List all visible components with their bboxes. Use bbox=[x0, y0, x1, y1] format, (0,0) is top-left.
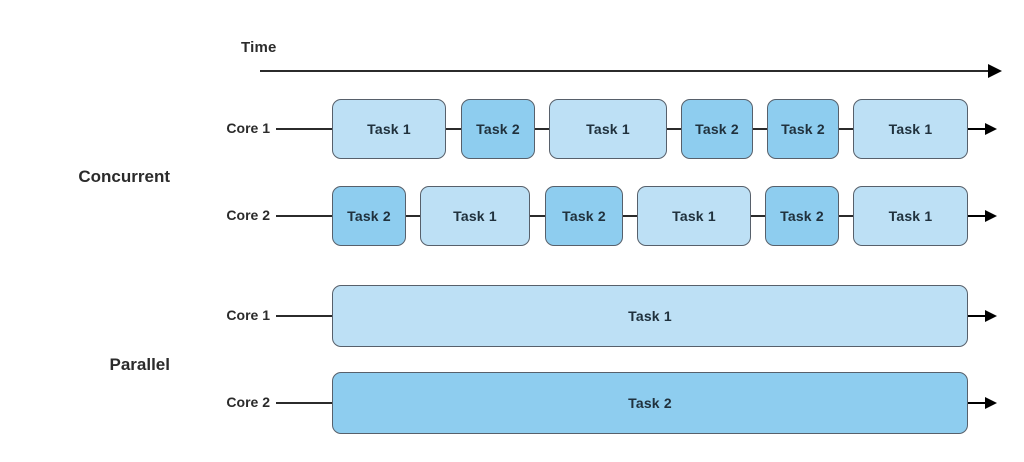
block-connector-line bbox=[623, 215, 637, 217]
block-connector-line bbox=[839, 215, 853, 217]
row-arrow-line bbox=[968, 215, 986, 217]
block-connector-line bbox=[446, 128, 461, 130]
row-arrowhead-icon bbox=[985, 209, 997, 222]
core-label-parallel-2: Core 2 bbox=[226, 394, 270, 410]
section-label-parallel: Parallel bbox=[109, 355, 171, 374]
block-connector-line bbox=[839, 128, 853, 130]
task-block: Task 1 bbox=[420, 186, 530, 246]
block-connector-line bbox=[535, 128, 549, 130]
block-connector-line bbox=[406, 215, 420, 217]
task-block: Task 2 bbox=[461, 99, 535, 159]
task-block: Task 1 bbox=[853, 186, 968, 246]
task-block: Task 1 bbox=[332, 99, 446, 159]
row-arrowhead-icon bbox=[985, 309, 997, 322]
row-arrowhead-icon bbox=[985, 396, 997, 409]
time-axis-line bbox=[260, 70, 992, 72]
core-leader-line bbox=[276, 128, 332, 130]
task-block: Task 1 bbox=[853, 99, 968, 159]
row-arrow-line bbox=[968, 315, 986, 317]
core-label-concurrent-2: Core 2 bbox=[226, 207, 270, 223]
time-axis-arrowhead-icon bbox=[988, 64, 1002, 78]
task-block: Task 2 bbox=[681, 99, 753, 159]
task-block: Task 1 bbox=[549, 99, 667, 159]
task-block: Task 2 bbox=[332, 186, 406, 246]
task-block: Task 2 bbox=[332, 372, 968, 434]
row-arrow-line bbox=[968, 402, 986, 404]
task-block: Task 2 bbox=[765, 186, 839, 246]
time-axis-label: Time bbox=[241, 39, 277, 56]
core-label-concurrent-1: Core 1 bbox=[226, 120, 270, 136]
section-label-concurrent: Concurrent bbox=[78, 167, 170, 186]
core-leader-line bbox=[276, 215, 332, 217]
row-arrowhead-icon bbox=[985, 122, 997, 135]
block-connector-line bbox=[751, 215, 765, 217]
task-block: Task 2 bbox=[767, 99, 839, 159]
core-leader-line bbox=[276, 402, 332, 404]
block-connector-line bbox=[667, 128, 681, 130]
block-connector-line bbox=[753, 128, 767, 130]
core-label-parallel-1: Core 1 bbox=[226, 307, 270, 323]
task-block: Task 2 bbox=[545, 186, 623, 246]
task-block: Task 1 bbox=[637, 186, 751, 246]
core-leader-line bbox=[276, 315, 332, 317]
row-arrow-line bbox=[968, 128, 986, 130]
block-connector-line bbox=[530, 215, 545, 217]
task-block: Task 1 bbox=[332, 285, 968, 347]
